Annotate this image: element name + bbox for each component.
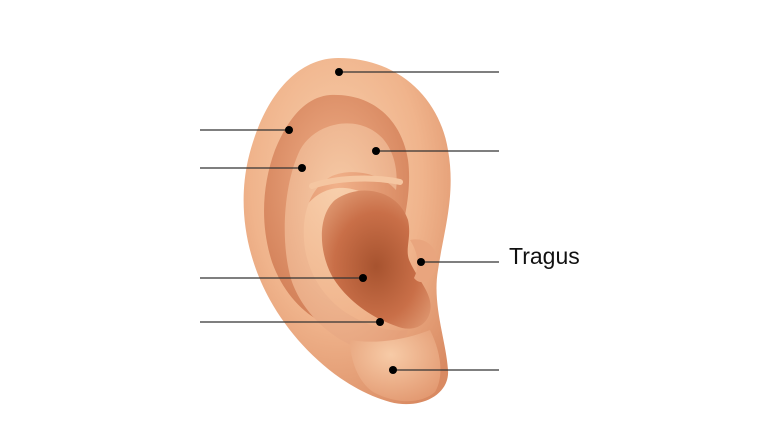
annotation-dots bbox=[285, 68, 425, 374]
concha bbox=[321, 190, 431, 329]
dot-lower-left-2 bbox=[376, 318, 384, 326]
earlobe bbox=[350, 330, 441, 402]
ear-illustration bbox=[243, 58, 451, 405]
dot-upper-left-1 bbox=[285, 126, 293, 134]
crus-of-helix bbox=[309, 175, 403, 189]
antihelix bbox=[284, 123, 408, 353]
label-tragus: Tragus bbox=[509, 243, 580, 269]
dot-lower-left-1 bbox=[359, 274, 367, 282]
dot-upper-right bbox=[372, 147, 380, 155]
dot-upper-left-2 bbox=[298, 164, 306, 172]
dot-helix-top bbox=[335, 68, 343, 76]
annotation-lines bbox=[200, 71, 499, 371]
dot-tragus bbox=[417, 258, 425, 266]
dot-lobe bbox=[389, 366, 397, 374]
